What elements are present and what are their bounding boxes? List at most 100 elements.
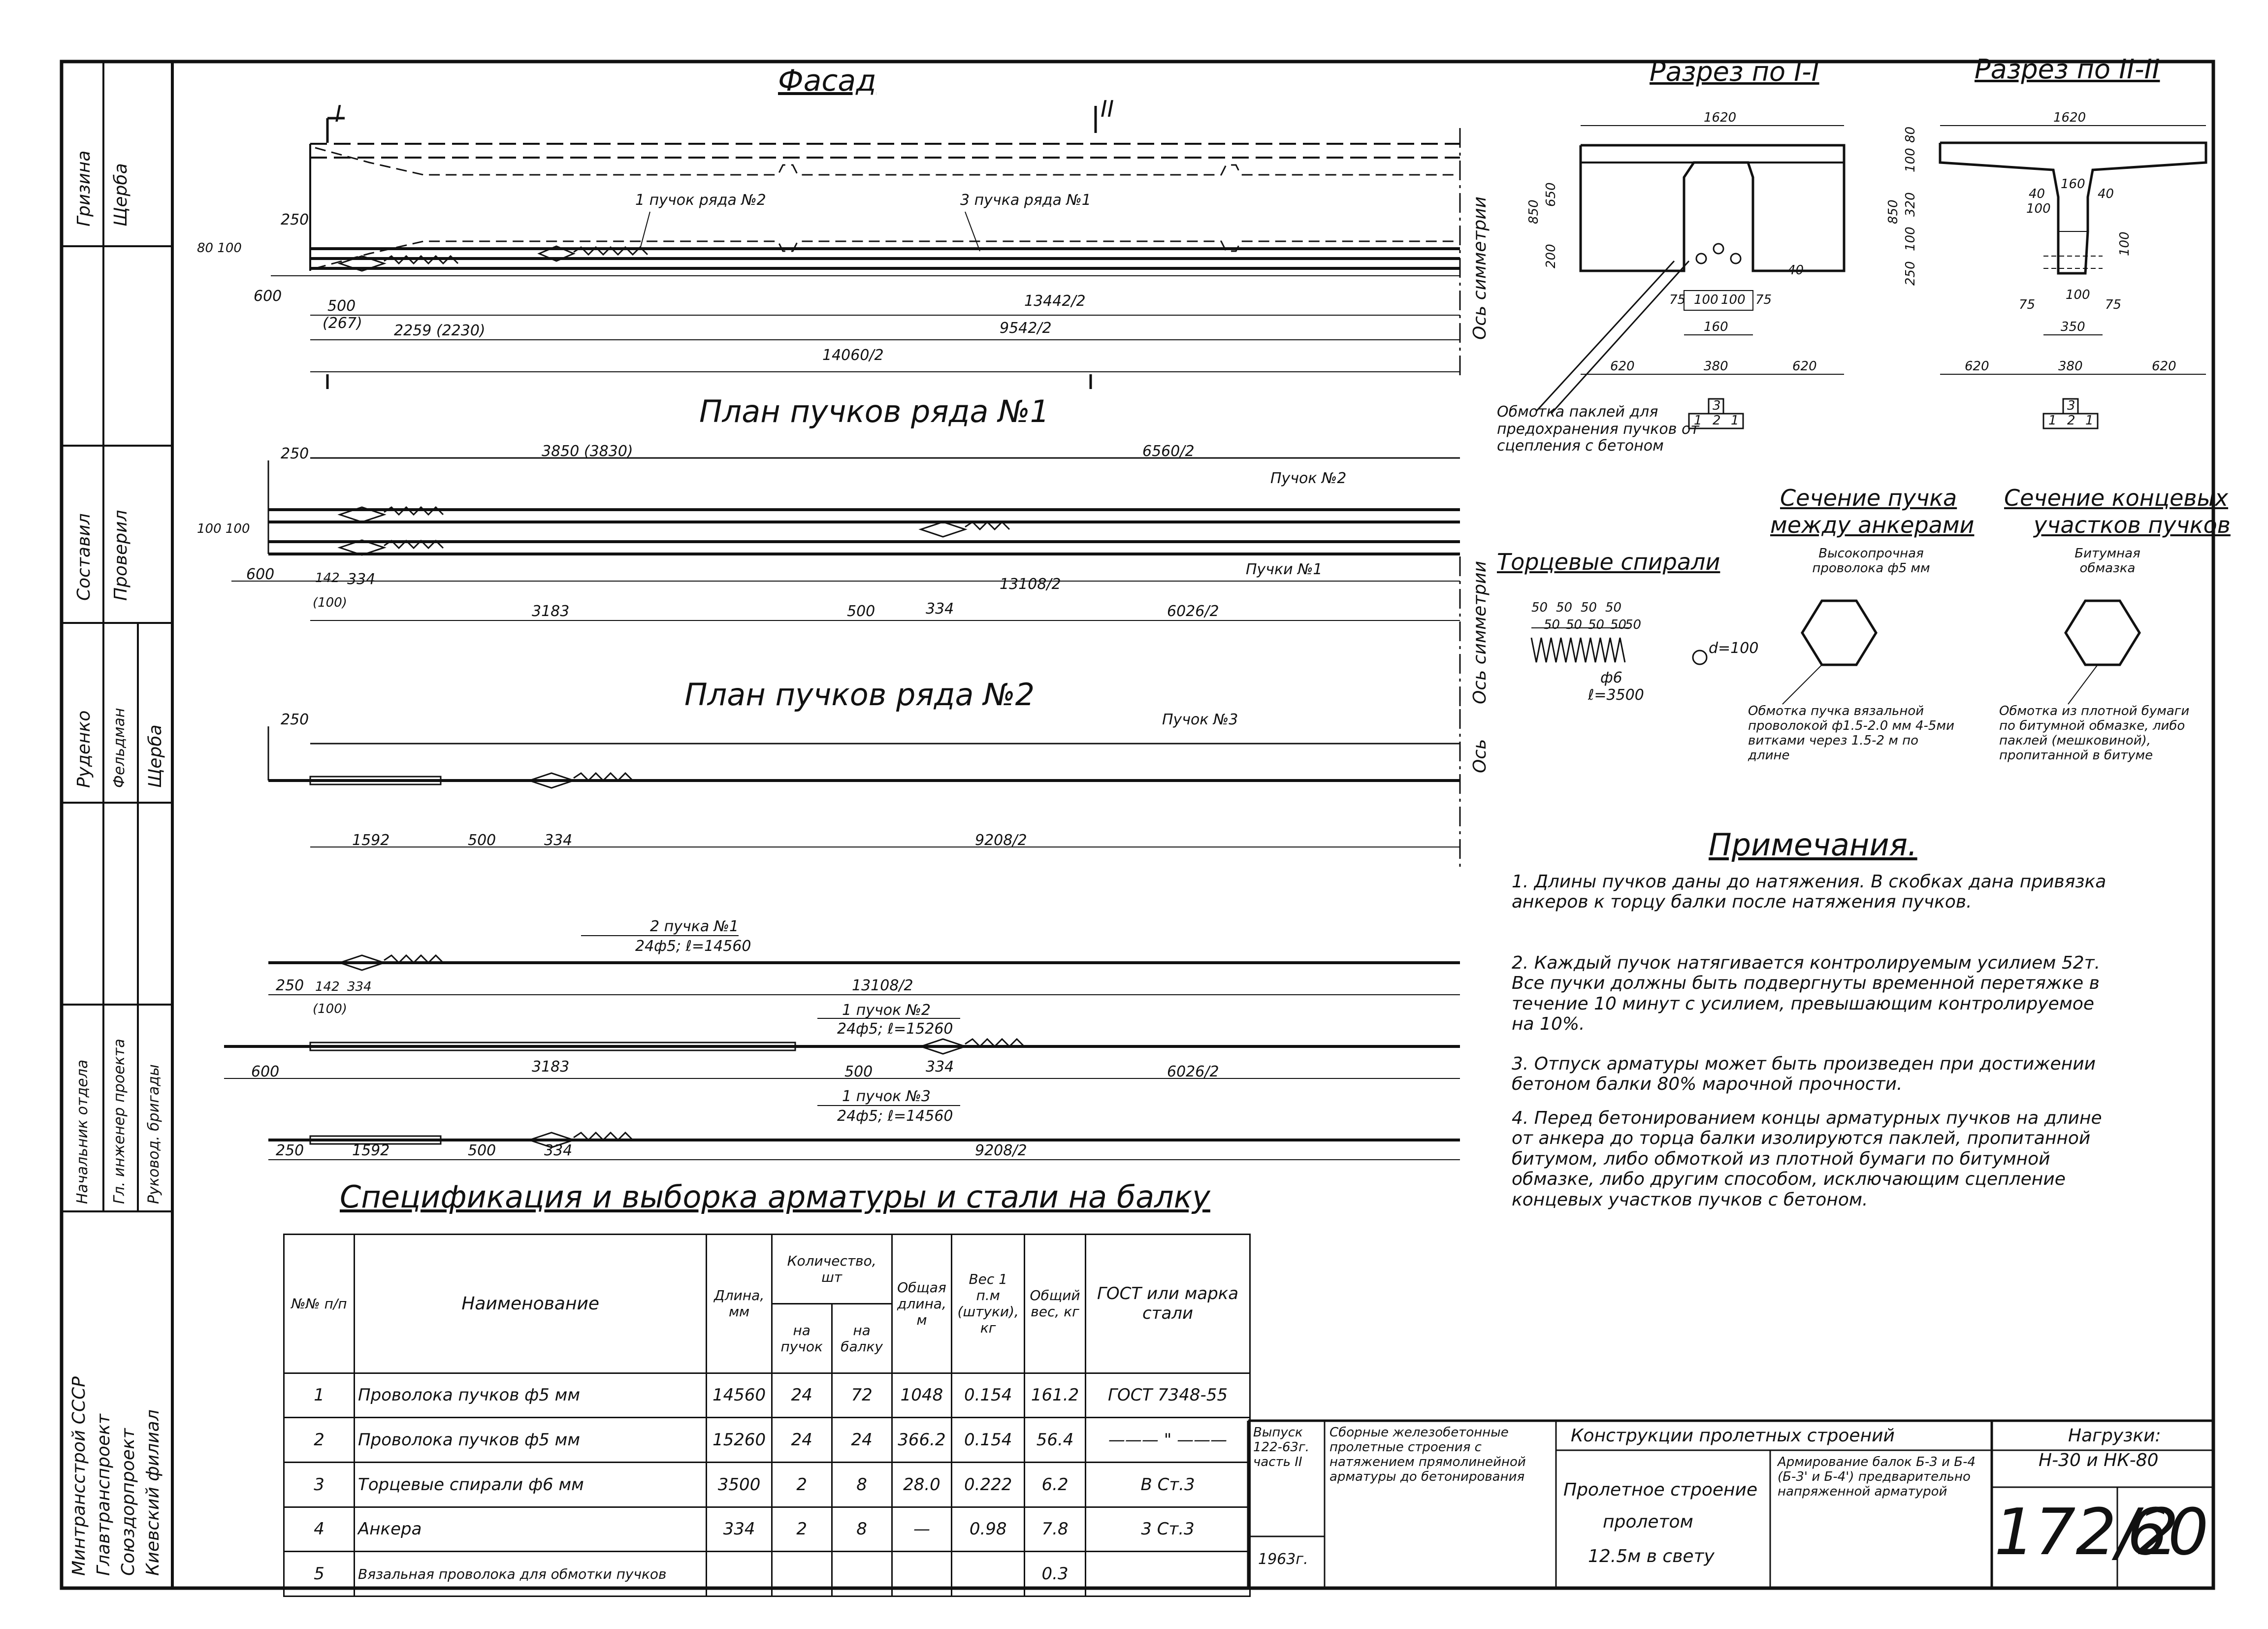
facade-dim-13442: 13442/2 [1024, 293, 1086, 310]
section1-dim-100a: 100 [1694, 293, 1718, 307]
plan1-dim-6560: 6560/2 [1142, 443, 1195, 460]
spirals-title: Торцевые спирали [1497, 549, 1720, 575]
cell-len [706, 1551, 773, 1597]
cell-q1: 24 [771, 1372, 833, 1419]
stamp-name-2: Щерба [111, 163, 131, 227]
tb-sheet-number: 172/2 [1994, 1495, 2179, 1569]
bundle2-dim-6026: 6026/2 [1167, 1063, 1219, 1080]
bundle3-dim-9208: 9208/2 [975, 1142, 1027, 1159]
facade-dim-500: 500 [327, 297, 356, 315]
spirals-pitch-5: 50 [1544, 618, 1560, 632]
plan1-dim-13108: 13108/2 [1000, 576, 1061, 593]
section1-dim-100b: 100 [1721, 293, 1746, 307]
section1-mark-2: 2 [1713, 413, 1721, 428]
plan1-dim-600: 600 [246, 566, 275, 583]
cell-n: 4 [283, 1506, 356, 1553]
section1-dim-620b: 620 [1792, 359, 1817, 374]
cell-tw: 6.2 [1024, 1461, 1087, 1508]
section2-title: Разрез по II-II [1975, 54, 2160, 85]
bundle3-dim-1592: 1592 [352, 1142, 390, 1159]
tb-span-3: 12.5м в свету [1588, 1546, 1715, 1566]
section2-mark-1b: 1 [2085, 413, 2094, 428]
cell-q2: 72 [831, 1372, 893, 1419]
section2-dim-350: 350 [2061, 320, 2085, 334]
facade-title: Фасад [778, 64, 876, 98]
spirals-pitch-7: 50 [1588, 618, 1605, 632]
bundle1-title: 2 пучка №1 [650, 918, 739, 935]
facade-section-mark-2: II [1101, 96, 1114, 122]
cross-end-label-bottom: Обмотка из плотной бумаги по битумной об… [1999, 704, 2190, 763]
plan1-bundle-label-2: Пучок №2 [1270, 470, 1347, 487]
cross-end-title-2: участков пучков [2034, 512, 2231, 538]
plan1-dim-250: 250 [281, 445, 309, 462]
plan-row1-title: План пучков ряда №1 [699, 393, 1050, 429]
note-4: 4. Перед бетонированием концы арматурных… [1512, 1108, 2102, 1210]
tb-section: Конструкции пролетных строений [1571, 1426, 1895, 1446]
section1-dim-200: 200 [1544, 244, 1558, 268]
spirals-pitch-3: 50 [1581, 600, 1597, 615]
bundle3-dim-500: 500 [468, 1142, 496, 1159]
note-2: 2. Каждый пучок натягивается контролируе… [1512, 953, 2101, 1035]
th-weight-pm: Вес 1 п.м (штуки), кг [951, 1234, 1026, 1374]
cell-q1: 2 [771, 1506, 833, 1553]
cell-len: 334 [706, 1506, 773, 1553]
spirals-diameter: ф6 [1600, 669, 1622, 686]
section1-dim-650: 650 [1544, 182, 1558, 207]
cross-mid-title-2: между анкерами [1770, 512, 1975, 538]
cell-tl: — [891, 1506, 953, 1553]
cross-mid-title-1: Сечение пучка [1780, 485, 1957, 511]
facade-bundle-row2-label: 1 пучок ряда №2 [635, 192, 766, 209]
stamp-org-3: Союздорпроект [118, 1428, 138, 1576]
table-row: 4 Анкера 334 2 8 — 0.98 7.8 3 Ст.3 [283, 1506, 1251, 1553]
section2-dim-40a: 40 [2029, 187, 2045, 201]
stamp-name-4: Фельдман [111, 708, 128, 788]
th-qty: Количество, шт [771, 1234, 893, 1304]
spirals-pitch-9: 50 [1625, 618, 1642, 632]
spirals-length: ℓ=3500 [1588, 686, 1644, 704]
plan1-dim-3850: 3850 (3830) [542, 443, 633, 460]
note-1: 1. Длины пучков даны до натяжения. В ско… [1512, 872, 2106, 912]
cell-g: 3 Ст.3 [1085, 1506, 1251, 1553]
plan1-dim-6026: 6026/2 [1167, 603, 1219, 620]
tb-year: 1963г. [1258, 1551, 1308, 1568]
spirals-pitch-1: 50 [1531, 600, 1548, 615]
cross-mid-label-top: Высокопрочная проволока ф5 мм [1812, 546, 1930, 576]
plan1-dim-334: 334 [347, 571, 376, 588]
cell-q1: 2 [771, 1461, 833, 1508]
plan1-dim-334b: 334 [926, 600, 954, 618]
bundle2-title: 1 пучок №2 [842, 1002, 931, 1019]
section1-dim-40: 40 [1787, 263, 1804, 278]
cell-tw: 0.3 [1024, 1551, 1087, 1597]
cell-g [1085, 1551, 1251, 1597]
facade-dim-80-100: 80 100 [197, 241, 242, 256]
th-total-len: Общая длина, м [891, 1234, 953, 1374]
cross-end-label-top: Битумная обмазка [2074, 546, 2140, 576]
plan1-dim-100: (100) [313, 595, 347, 610]
section1-mark-1a: 1 [1694, 413, 1702, 428]
spirals-pitch-2: 50 [1556, 600, 1573, 615]
plan2-bundle-label: Пучок №3 [1162, 711, 1238, 728]
th-qty-bundle: на пучок [771, 1303, 833, 1374]
cross-end-title-1: Сечение концевых [2004, 485, 2229, 511]
section2-dim-850: 850 [1886, 199, 1901, 224]
section2-dim-100c: 100 [2117, 231, 2132, 256]
cross-mid-label-bottom: Обмотка пучка вязальной проволокой ф1.5-… [1748, 704, 1954, 763]
section2-dim-75a: 75 [2019, 297, 2036, 312]
section1-mark-1b: 1 [1731, 413, 1739, 428]
tb-span-1: Пролетное строение [1563, 1480, 1758, 1500]
section1-dim-75a: 75 [1669, 293, 1686, 307]
table-row: 1 Проволока пучков ф5 мм 14560 24 72 104… [283, 1372, 1251, 1419]
cell-w: 0.98 [951, 1506, 1026, 1553]
plan2-axis-label: Ось [1470, 739, 1490, 773]
cell-g: ГОСТ 7348-55 [1085, 1372, 1251, 1419]
bundle2-dim-600: 600 [251, 1063, 280, 1080]
plan2-dim-500: 500 [468, 832, 496, 849]
cell-tl [891, 1551, 953, 1597]
stamp-name-1: Гризина [74, 150, 94, 227]
cell-g: В Ст.3 [1085, 1461, 1251, 1508]
tb-drawing: Армирование балок Б-3 и Б-4 (Б-3' и Б-4'… [1778, 1455, 1976, 1499]
cell-tl: 366.2 [891, 1417, 953, 1463]
facade-dim-267: (267) [323, 315, 362, 332]
cell-q1 [771, 1551, 833, 1597]
